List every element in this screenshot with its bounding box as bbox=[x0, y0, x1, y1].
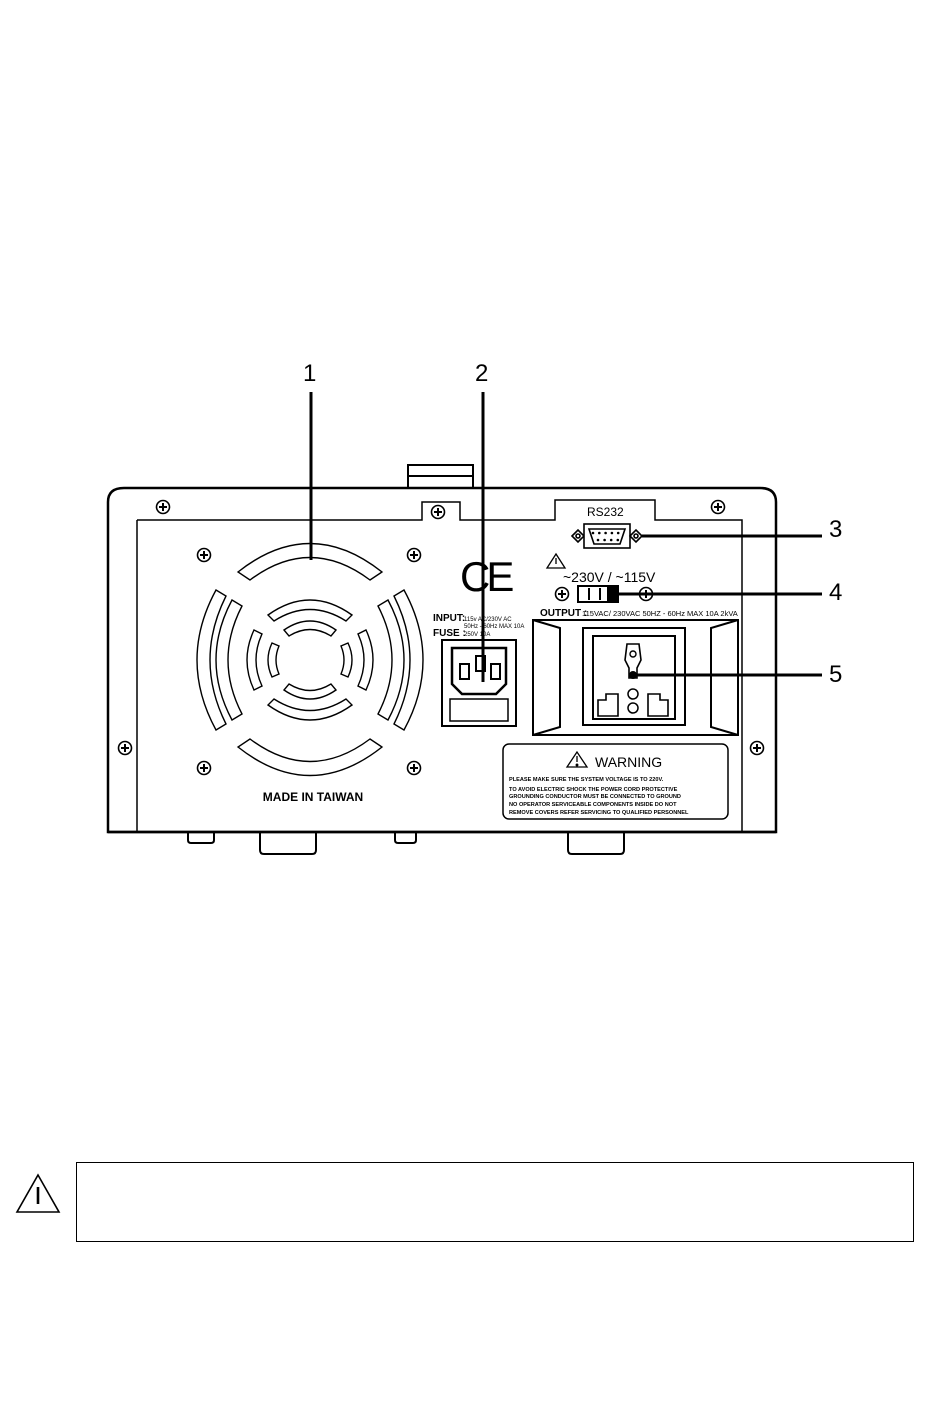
screw-icon bbox=[554, 586, 570, 602]
rs232-label: RS232 bbox=[587, 505, 624, 519]
top-handle bbox=[407, 464, 474, 491]
rs232-pin bbox=[604, 531, 607, 535]
screw-icon bbox=[196, 760, 212, 776]
made-in-label: MADE IN TAIWAN bbox=[263, 790, 363, 804]
rs232-pin bbox=[610, 531, 614, 535]
rs232-pin bbox=[609, 538, 613, 542]
screw-icon bbox=[406, 547, 422, 563]
screw-icon bbox=[430, 504, 446, 520]
ac-power-inlet[interactable] bbox=[441, 639, 517, 727]
callout-4: 4 bbox=[829, 579, 843, 606]
screw-icon bbox=[155, 499, 171, 515]
fan-grill bbox=[196, 542, 424, 777]
caution-triangle-icon bbox=[545, 552, 567, 569]
warning-line: GROUNDING CONDUCTOR MUST BE CONNECTED TO… bbox=[509, 794, 681, 800]
screw-icon bbox=[406, 760, 422, 776]
input-spec-2: 50Hz - 60Hz MAX 10A bbox=[464, 624, 524, 630]
callout-2: 2 bbox=[475, 360, 489, 387]
input-spec-1: 115v AC/230V AC bbox=[464, 617, 512, 623]
screw-icon bbox=[710, 499, 726, 515]
callout-leaders bbox=[309, 392, 822, 682]
caution-triangle-icon bbox=[565, 750, 589, 768]
inner-panel bbox=[136, 499, 743, 832]
screw-icon bbox=[749, 740, 765, 756]
fuse-spec: 250V 10A bbox=[464, 632, 490, 638]
warning-line: REMOVE COVERS REFER SERVICING TO QUALIFI… bbox=[509, 810, 689, 816]
voltage-selector-switch[interactable] bbox=[577, 585, 619, 603]
rs232-pin bbox=[598, 531, 601, 535]
rs232-pin bbox=[616, 531, 620, 535]
callout-1: 1 bbox=[303, 360, 317, 387]
feet bbox=[187, 830, 625, 855]
warning-label: WARNING PLEASE MAKE SURE THE SYSTEM VOLT… bbox=[502, 743, 729, 820]
input-label: INPUT: bbox=[433, 613, 465, 624]
rs232-pins bbox=[591, 531, 620, 542]
screw-icon bbox=[117, 740, 133, 756]
caution-triangle-icon bbox=[15, 1173, 61, 1213]
output-spec: 115VAC/ 230VAC 50HZ - 60Hz MAX 10A 2kVA bbox=[582, 609, 738, 618]
callout-3: 3 bbox=[829, 516, 843, 543]
rs232-port[interactable] bbox=[570, 523, 644, 549]
leader-5-dot bbox=[629, 671, 637, 679]
warning-line: NO OPERATOR SERVICEABLE COMPONENTS INSID… bbox=[509, 802, 677, 808]
callout-5: 5 bbox=[829, 661, 843, 688]
warning-line: PLEASE MAKE SURE THE SYSTEM VOLTAGE IS T… bbox=[509, 777, 664, 783]
rs232-pin bbox=[616, 538, 620, 542]
screw-icon bbox=[196, 547, 212, 563]
fuse-label: FUSE : bbox=[433, 628, 466, 639]
caution-note-box bbox=[76, 1162, 914, 1242]
rs232-pin bbox=[603, 538, 606, 542]
warning-line: TO AVOID ELECTRIC SHOCK THE POWER CORD P… bbox=[509, 787, 678, 793]
rs232-pin bbox=[596, 538, 600, 542]
rs232-pin bbox=[591, 531, 595, 535]
warning-title: WARNING bbox=[595, 754, 662, 770]
voltage-select-label: ~230V / ~115V bbox=[563, 569, 656, 585]
output-label: OUTPUT : bbox=[540, 608, 587, 619]
ce-mark: CE bbox=[460, 553, 513, 600]
